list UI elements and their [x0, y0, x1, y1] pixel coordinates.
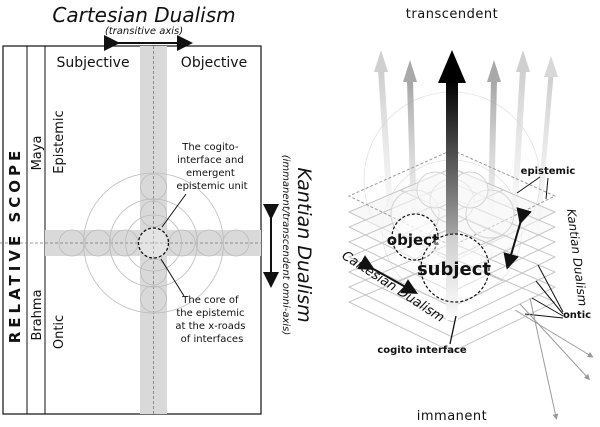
- note-bottom-pointer: [160, 258, 185, 297]
- epistemic-unit-circle: [137, 227, 170, 259]
- transcendent-label: transcendent: [406, 7, 498, 22]
- left-panel: Cartesian Dualism (transitive axis) Subj…: [0, 3, 315, 415]
- epistemic-label: Epistemic: [52, 110, 67, 173]
- immanent-label: immanent: [417, 409, 487, 424]
- cartesian-plane-arrow: [357, 255, 418, 294]
- cogito-pointer: [449, 315, 457, 345]
- objective-header: Objective: [181, 55, 247, 71]
- interface-circles: [58, 172, 250, 314]
- relative-scope-label: RELATIVE SCOPE: [6, 147, 24, 344]
- ontic-pointers: [524, 264, 564, 319]
- object-label: object: [387, 231, 439, 249]
- transitive-axis-label: (transitive axis): [105, 26, 183, 37]
- note-top-pointer: [161, 193, 187, 228]
- right-panel: transcendent immanent: [339, 7, 594, 424]
- cartesian-title: Cartesian Dualism: [52, 3, 235, 27]
- ontic-plane-label: ontic: [563, 310, 591, 321]
- note-cogito-interface: The cogito- interface and emergent epist…: [176, 142, 247, 192]
- kantian-axis-label: (immanent/transcendent omni-axis): [280, 155, 291, 336]
- epistemic-pointer-1: [516, 176, 541, 194]
- subjective-header: Subjective: [56, 55, 129, 71]
- epistemic-plane-label: epistemic: [521, 166, 576, 177]
- subject-label: subject: [417, 259, 491, 280]
- kantian-axis-shaft: [446, 80, 458, 320]
- maya-label: Maya: [30, 136, 45, 171]
- ontic-grey-arrows: [514, 297, 594, 420]
- kantian-plane-arrow: [503, 207, 532, 270]
- kantian-plane-label: Kantian Dualism: [564, 208, 590, 307]
- kantian-axis-arrowhead: [438, 50, 466, 83]
- cogito-interface-label: cogito interface: [377, 345, 467, 356]
- ontic-label: Ontic: [52, 315, 67, 349]
- note-epistemic-core: The core of the epistemic at the x-roads…: [175, 295, 248, 345]
- epistemic-pointer-2: [545, 177, 549, 200]
- kantian-title: Kantian Dualism: [293, 167, 315, 322]
- brahma-label: Brahma: [30, 289, 45, 340]
- subject-circle: [420, 233, 490, 303]
